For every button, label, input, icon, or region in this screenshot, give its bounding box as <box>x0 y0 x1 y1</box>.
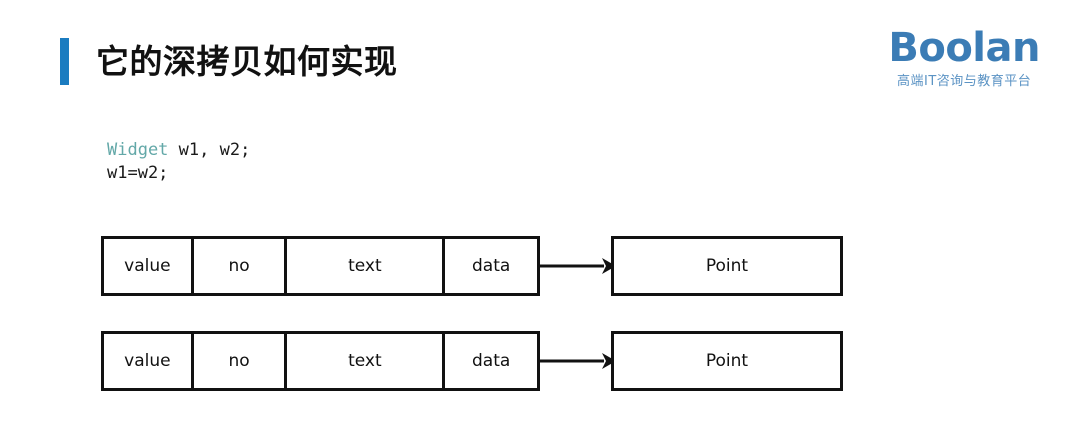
brand-logo: Boolan 高端IT咨询与教育平台 <box>888 28 1040 88</box>
struct-cell-no: no <box>194 239 288 293</box>
code-line-1-rest: w1, w2; <box>168 140 251 160</box>
page-title: 它的深拷贝如何实现 <box>96 42 398 81</box>
slide-title-row: 它的深拷贝如何实现 <box>60 38 398 85</box>
struct-cell-data: data <box>472 351 511 371</box>
brand-tagline: 高端IT咨询与教育平台 <box>897 74 1032 89</box>
struct-cell-no: no <box>194 334 288 388</box>
point-target-box: Point <box>611 236 843 296</box>
struct-cell-data: data <box>472 256 511 276</box>
code-line-1: Widget w1, w2; <box>107 140 250 160</box>
struct-cell-text: text <box>287 239 446 293</box>
brand-name: Boolan <box>888 25 1040 71</box>
struct-cell-value: value <box>104 239 194 293</box>
code-line-2: w1=w2; <box>107 163 169 183</box>
table-row: value no text data <box>101 331 540 391</box>
pointer-arrow-icon <box>538 353 616 369</box>
struct-cell-value: value <box>104 334 194 388</box>
table-row: value no text data <box>101 236 540 296</box>
code-snippet: Widget w1, w2; w1=w2; <box>107 139 250 185</box>
pointer-arrow-icon <box>538 258 616 274</box>
point-target-box: Point <box>611 331 843 391</box>
struct-cell-text: text <box>287 334 446 388</box>
code-token-type: Widget <box>107 140 169 160</box>
title-accent-bar <box>60 38 69 85</box>
